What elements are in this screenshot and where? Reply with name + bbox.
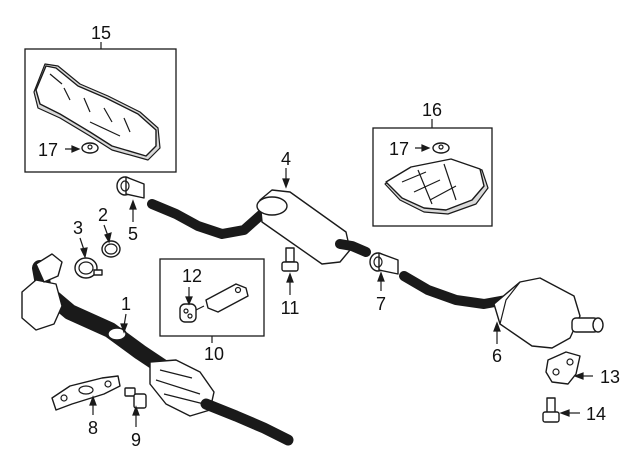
- leader-arrow: [415, 144, 431, 152]
- callout-label: 17: [389, 139, 409, 159]
- push-nut-icon: [432, 142, 450, 154]
- rear-heat-shield-icon: [384, 158, 489, 215]
- bolt-icon: [281, 247, 299, 272]
- front-pipe-catalytic-converter-icon: [21, 253, 294, 446]
- leader-lines: [79, 168, 593, 427]
- callout-label: 10: [204, 344, 224, 364]
- callout-label: 12: [182, 266, 202, 286]
- front-heat-shield-group: [24, 42, 177, 173]
- callout-label: 13: [600, 367, 620, 387]
- callout-labels: 15 17 16 17 4 2 3 5 12 1 11 7 10 6 13 8 …: [38, 23, 620, 450]
- callout-label: 15: [91, 23, 111, 43]
- callout-label: 16: [422, 100, 442, 120]
- callout-label: 4: [281, 149, 291, 169]
- hanger-bracket-icon: [193, 283, 249, 313]
- pipe-clamp-icon: [74, 257, 103, 279]
- front-heat-shield-box: [24, 48, 177, 173]
- callout-label: 9: [131, 430, 141, 450]
- callout-label: 14: [586, 404, 606, 424]
- bolt-icon: [124, 387, 147, 409]
- hanger-group: [159, 258, 265, 343]
- pipe-clamp-icon: [369, 252, 399, 275]
- front-heat-shield-icon: [33, 63, 161, 161]
- callout-label: 11: [281, 298, 300, 318]
- rear-muffler-icon: [399, 271, 604, 349]
- push-nut-icon: [81, 142, 99, 154]
- rear-heat-shield-group: [372, 119, 493, 227]
- callout-label: 2: [98, 205, 108, 225]
- callout-label: 8: [88, 418, 98, 438]
- intermediate-pipe-resonator-icon: [147, 189, 371, 265]
- callout-label: 1: [121, 294, 131, 314]
- rear-heat-shield-box: [372, 127, 493, 227]
- pipe-clamp-icon: [116, 176, 145, 199]
- callout-label: 3: [73, 218, 83, 238]
- muffler-bracket-icon: [545, 351, 581, 385]
- insulator-icon: [179, 303, 197, 323]
- callout-label: 7: [376, 294, 386, 314]
- gasket-ring-icon: [101, 240, 121, 258]
- callout-label: 17: [38, 140, 58, 160]
- leader-arrow: [65, 145, 81, 153]
- bolt-icon: [542, 397, 560, 423]
- callout-label: 6: [492, 346, 502, 366]
- callout-label: 5: [128, 224, 138, 244]
- flange-gasket-icon: [51, 375, 121, 411]
